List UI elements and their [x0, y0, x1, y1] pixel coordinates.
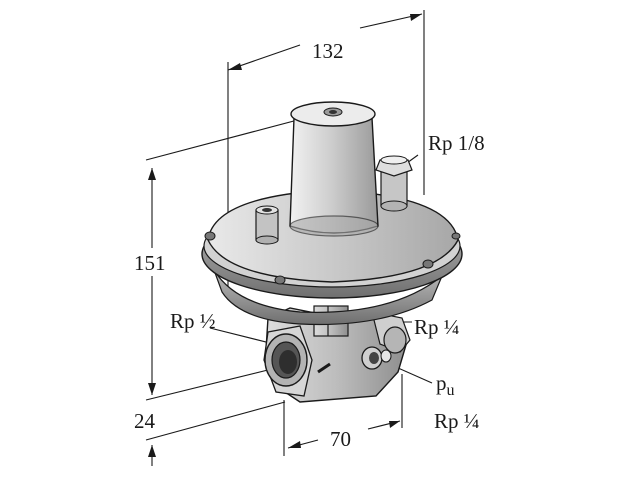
pressure-point-subscript: u — [447, 382, 455, 399]
spring-cap — [289, 101, 379, 237]
dimension-132-label: 132 — [312, 39, 344, 63]
pressure-point-label: pu — [436, 371, 455, 399]
outlet-connection-label: Rp ¼ — [414, 315, 460, 339]
pressure-point-thread-label: Rp ¼ — [434, 409, 480, 433]
dimension-24-label: 24 — [134, 409, 156, 433]
valve-body — [263, 305, 411, 403]
dimension-70-label: 70 — [330, 427, 351, 451]
impulse-connection-label: Rp 1/8 — [428, 131, 485, 155]
impulse-fitting — [375, 155, 413, 212]
inlet-connection-label: Rp ½ — [170, 309, 216, 333]
pressure-point-symbol: p — [436, 371, 447, 395]
dimension-151-label: 151 — [134, 251, 166, 275]
dimension-arrows — [148, 14, 422, 457]
